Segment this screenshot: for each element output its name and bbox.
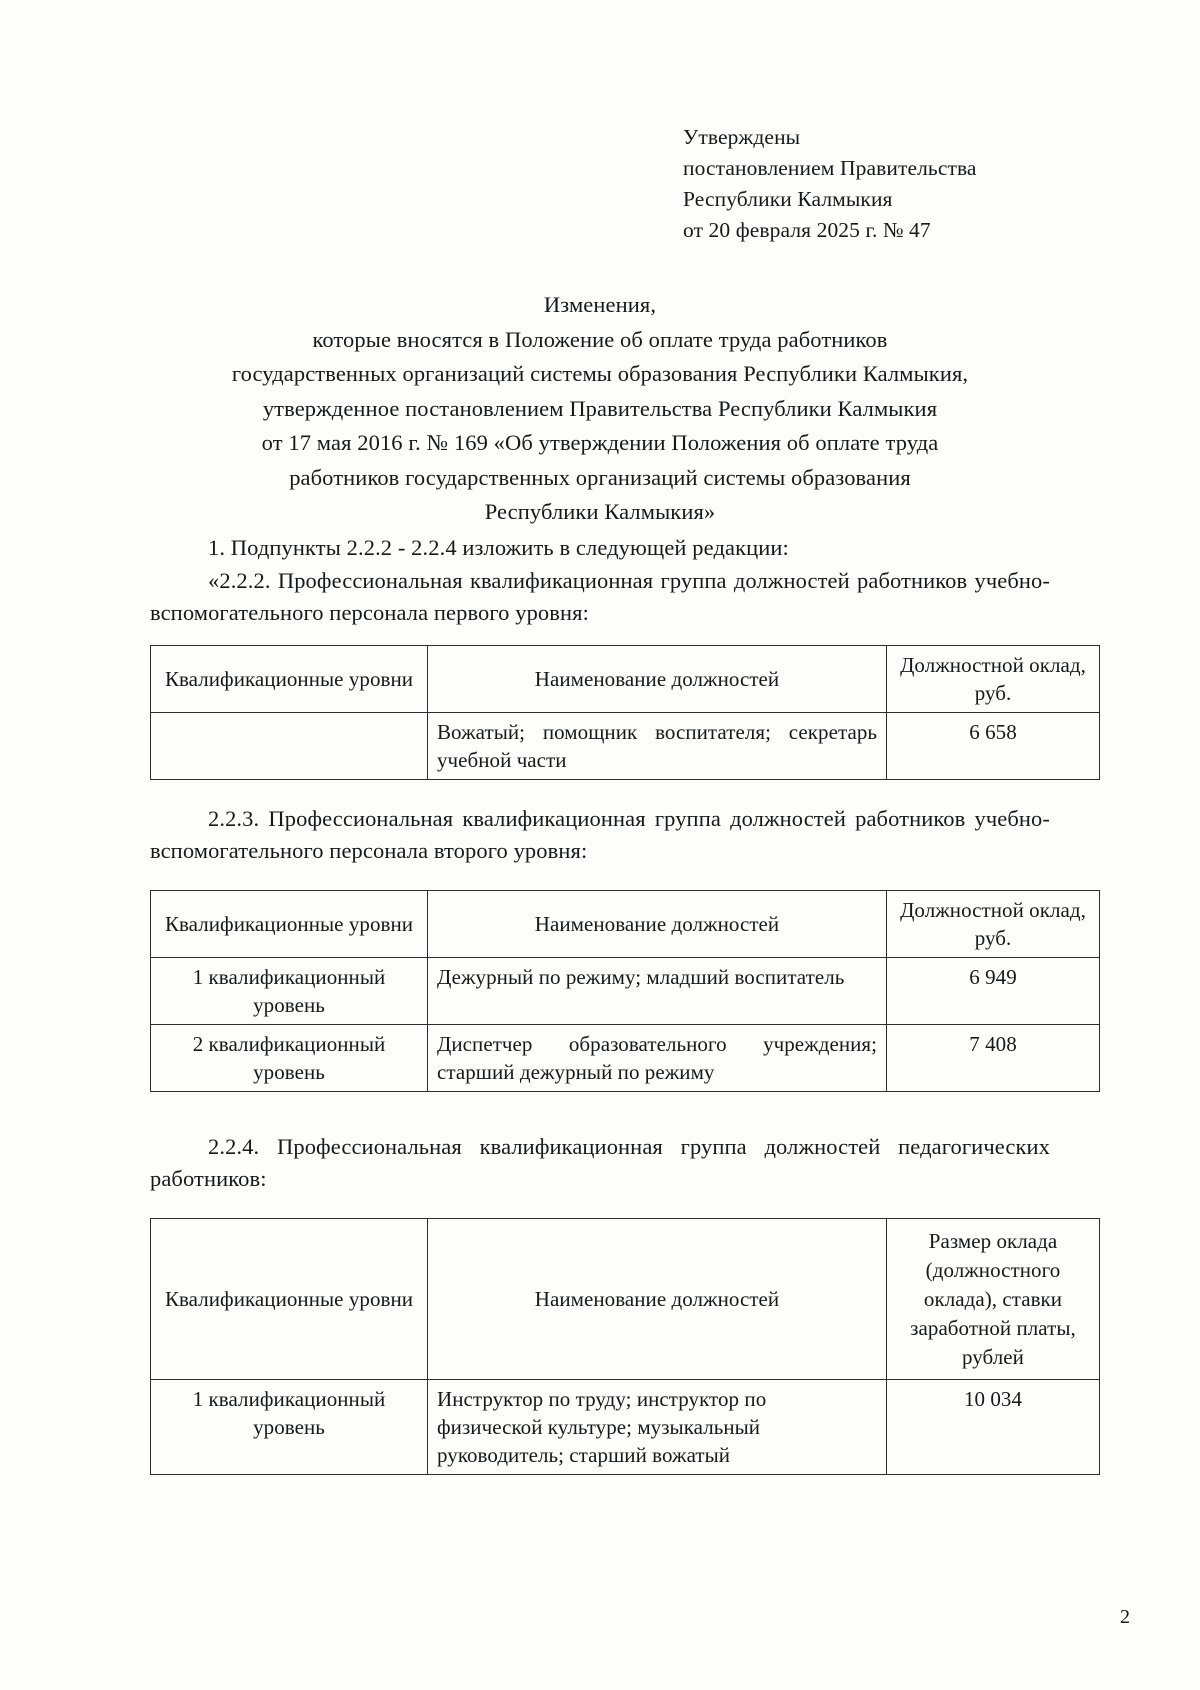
salary-table-1: Квалификационные уровни Наименование дол… bbox=[150, 645, 1100, 780]
table-2-cell-positions-1: Дежурный по режиму; младший воспитатель bbox=[427, 957, 887, 1025]
table-3-header-salary: Размер оклада (должностного оклада), ста… bbox=[886, 1218, 1100, 1380]
paragraph-item-1-text: 1. Подпункты 2.2.2 - 2.2.4 изложить в сл… bbox=[208, 535, 789, 560]
table-2-cell-salary-2: 7 408 bbox=[886, 1024, 1100, 1092]
table-3-header-level: Квалификационные уровни bbox=[150, 1218, 428, 1380]
title-line-7: Республики Калмыкия» bbox=[484, 499, 716, 524]
paragraph-item-1: 1. Подпункты 2.2.2 - 2.2.4 изложить в сл… bbox=[150, 532, 1050, 564]
title-line-5: от 17 мая 2016 г. № 169 «Об утверждении … bbox=[261, 430, 939, 455]
approval-block: Утверждены постановлением Правительства … bbox=[683, 122, 1103, 246]
table-1-cell-salary: 6 658 bbox=[886, 712, 1100, 780]
paragraph-item-224: 2.2.4. Профессиональная квалификационная… bbox=[150, 1131, 1050, 1195]
table-2-cell-positions-2: Диспетчер образовательного учреждения; с… bbox=[427, 1024, 887, 1092]
document-title: Изменения, которые вносятся в Положение … bbox=[150, 288, 1050, 530]
table-1-header-salary: Должностной оклад, руб. bbox=[886, 645, 1100, 713]
title-line-2: которые вносятся в Положение об оплате т… bbox=[312, 326, 888, 352]
table-3-cell-level: 1 квалификационный уровень bbox=[150, 1379, 428, 1475]
title-line-6: работников государственных организаций с… bbox=[289, 464, 911, 490]
table-1-header-level: Квалификационные уровни bbox=[150, 645, 428, 713]
table-3-header-positions: Наименование должностей bbox=[427, 1218, 887, 1380]
title-line-3: государственных организаций системы обра… bbox=[231, 361, 969, 386]
table-row: Вожатый; помощник воспитателя; секретарь… bbox=[150, 712, 1100, 780]
table-header-row: Квалификационные уровни Наименование дол… bbox=[150, 890, 1100, 958]
table-row: 2 квалификационный уровень Диспетчер обр… bbox=[150, 1024, 1100, 1092]
page-number: 2 bbox=[1120, 1606, 1130, 1628]
table-1-cell-level bbox=[150, 712, 428, 780]
table-2-header-salary: Должностной оклад, руб. bbox=[886, 890, 1100, 958]
table-header-row: Квалификационные уровни Наименование дол… bbox=[150, 1218, 1100, 1380]
approval-line-1: Утверждены bbox=[683, 125, 801, 149]
paragraph-item-224-text: 2.2.4. Профессиональная квалификационная… bbox=[150, 1134, 1050, 1191]
approval-line-4: от 20 февраля 2025 г. № 47 bbox=[683, 218, 931, 242]
paragraph-item-223: 2.2.3. Профессиональная квалификационная… bbox=[150, 803, 1050, 867]
paragraph-item-223-text: 2.2.3. Профессиональная квалификационная… bbox=[150, 806, 1050, 863]
salary-table-2: Квалификационные уровни Наименование дол… bbox=[150, 890, 1100, 1092]
approval-line-2: постановлением Правительства bbox=[683, 156, 977, 180]
title-line-4: утвержденное постановлением Правительств… bbox=[262, 395, 938, 421]
table-2-cell-level-1: 1 квалификационный уровень bbox=[150, 957, 428, 1025]
table-3-cell-salary: 10 034 bbox=[886, 1379, 1100, 1475]
title-line-1: Изменения, bbox=[543, 292, 657, 317]
table-row: 1 квалификационный уровень Инструктор по… bbox=[150, 1379, 1100, 1475]
table-2-header-positions: Наименование должностей bbox=[427, 890, 887, 958]
table-3-cell-positions: Инструктор по труду; инструктор по физич… bbox=[427, 1379, 887, 1475]
approval-line-3: Республики Калмыкия bbox=[683, 187, 893, 211]
table-2-cell-level-2: 2 квалификационный уровень bbox=[150, 1024, 428, 1092]
table-header-row: Квалификационные уровни Наименование дол… bbox=[150, 645, 1100, 713]
salary-table-3: Квалификационные уровни Наименование дол… bbox=[150, 1218, 1100, 1475]
table-1-header-positions: Наименование должностей bbox=[427, 645, 887, 713]
table-row: 1 квалификационный уровень Дежурный по р… bbox=[150, 957, 1100, 1025]
paragraph-item-222-text: «2.2.2. Профессиональная квалификационна… bbox=[150, 568, 1050, 625]
table-2-header-level: Квалификационные уровни bbox=[150, 890, 428, 958]
paragraph-item-222: «2.2.2. Профессиональная квалификационна… bbox=[150, 565, 1050, 629]
table-1-cell-positions: Вожатый; помощник воспитателя; секретарь… bbox=[427, 712, 887, 780]
table-2-cell-salary-1: 6 949 bbox=[886, 957, 1100, 1025]
